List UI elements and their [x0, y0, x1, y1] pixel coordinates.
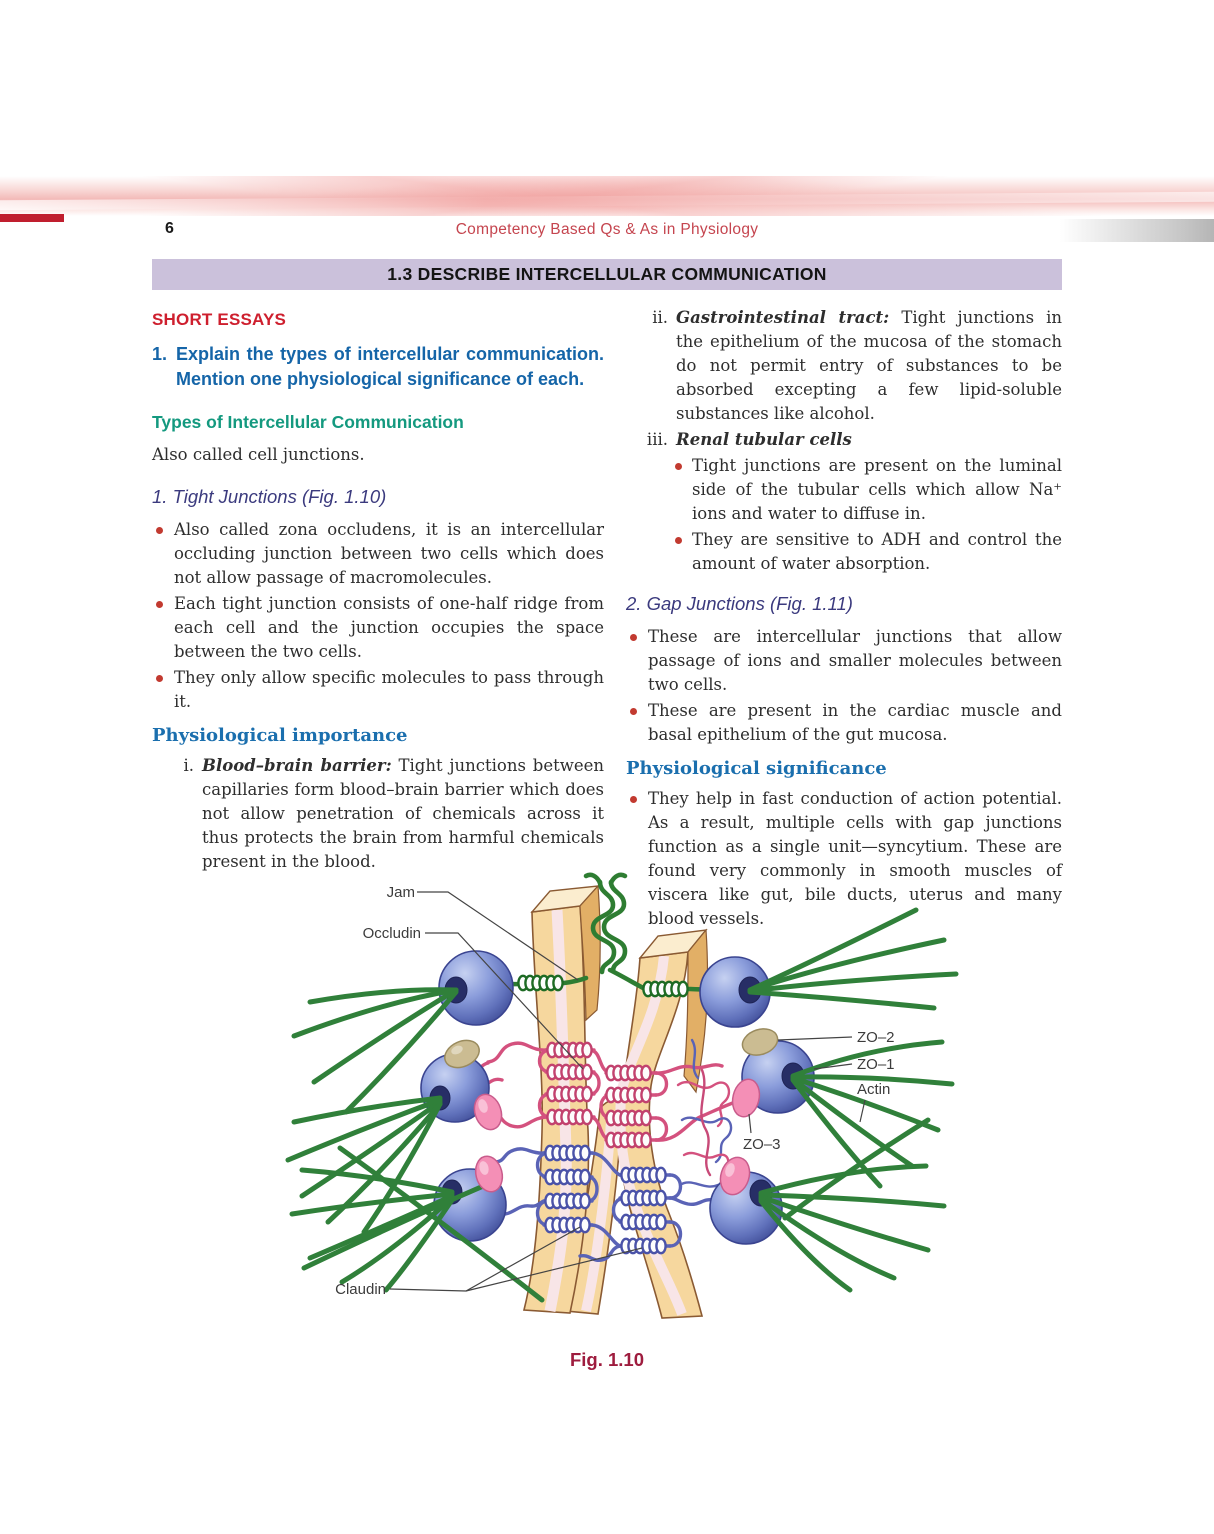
actin-label: Actin — [857, 1081, 890, 1098]
list-item-roman: ii. Gastrointestinal tract: Tight juncti… — [640, 306, 1062, 426]
left-column: SHORT ESSAYS 1. Explain the types of int… — [152, 306, 604, 876]
running-title: Competency Based Qs & As in Physiology — [455, 221, 759, 238]
protein-tangle — [676, 1038, 733, 1202]
question-text: Explain the types of intercellular commu… — [176, 344, 604, 389]
section-banner: 1.3 DESCRIBE INTERCELLULAR COMMUNICATION — [152, 259, 1062, 290]
actin-filaments — [285, 907, 959, 1303]
roman-marker: iii. — [646, 430, 668, 449]
item-lead: Blood–brain barrier: — [202, 756, 392, 775]
section-banner-title: 1.3 DESCRIBE INTERCELLULAR COMMUNICATION — [387, 264, 827, 284]
intro-text: Also called cell junctions. — [152, 445, 365, 464]
question-number: 1. — [152, 344, 168, 364]
list-item: Each tight junction consists of one-half… — [152, 592, 604, 664]
list-item: They only allow specific molecules to pa… — [152, 666, 604, 714]
figure-caption: Fig. 1.10 — [569, 1349, 645, 1370]
label-leader-lines — [389, 891, 866, 1292]
item-lead: Renal tubular cells — [676, 430, 852, 449]
claudin-label: Claudin — [335, 1281, 386, 1298]
list-item: These are present in the cardiac muscle … — [626, 699, 1062, 747]
zo2-label: ZO–2 — [857, 1029, 895, 1046]
question-1: 1. Explain the types of intercellular co… — [152, 342, 604, 392]
tight-junctions-heading: 1. Tight Junctions (Fig. 1.10) — [152, 486, 387, 507]
roman-text: Renal tubular cells — [676, 428, 1062, 452]
zo-proteins — [444, 1028, 779, 1196]
jam-label: Jam — [387, 884, 415, 901]
header-red-bar — [0, 214, 64, 222]
roman-marker: ii. — [652, 308, 668, 327]
list-item: Also called zona occludens, it is an int… — [152, 518, 604, 590]
roman-text: Blood–brain barrier: Tight junctions bet… — [202, 754, 604, 874]
item-body: Tight junctions between capillaries form… — [202, 756, 605, 871]
short-essays-heading: SHORT ESSAYS — [152, 310, 287, 329]
list-item: They are sensitive to ADH and control th… — [674, 528, 1062, 576]
gap-junctions-heading: 2. Gap Junctions (Fig. 1.11) — [626, 593, 853, 614]
tight-junction-diagram: Jam Occludin ZO–2 ZO–1 Actin ZO–3 Claudi… — [285, 872, 959, 1319]
roman-text: Gastrointestinal tract: Tight junctions … — [676, 306, 1062, 426]
roman-marker: i. — [183, 756, 194, 775]
zo3-label: ZO–3 — [743, 1136, 781, 1153]
item-lead: Gastrointestinal tract: — [676, 308, 890, 327]
occludin-label: Occludin — [363, 925, 421, 942]
list-item: They help in fast conduction of action p… — [626, 787, 1062, 931]
right-column: ii. Gastrointestinal tract: Tight juncti… — [626, 306, 1062, 933]
list-item-roman: iii. Renal tubular cells — [640, 428, 1062, 452]
significance-heading: Physiological significance — [626, 758, 887, 779]
tight-junction-figure: Jam Occludin ZO–2 ZO–1 Actin ZO–3 Claudi… — [280, 870, 960, 1348]
zo1-label: ZO–1 — [857, 1056, 895, 1073]
types-heading: Types of Intercellular Communication — [152, 412, 464, 432]
list-item: Tight junctions are present on the lumin… — [674, 454, 1062, 526]
header-gray-gradient — [1060, 219, 1214, 242]
item-body: Tight junctions in the epithelium of the… — [676, 308, 1063, 423]
list-item-roman: i. Blood–brain barrier: Tight junctions … — [166, 754, 604, 874]
page-number: 6 — [165, 220, 174, 237]
importance-heading: Physiological importance — [152, 725, 408, 746]
list-item: These are intercellular junctions that a… — [626, 625, 1062, 697]
